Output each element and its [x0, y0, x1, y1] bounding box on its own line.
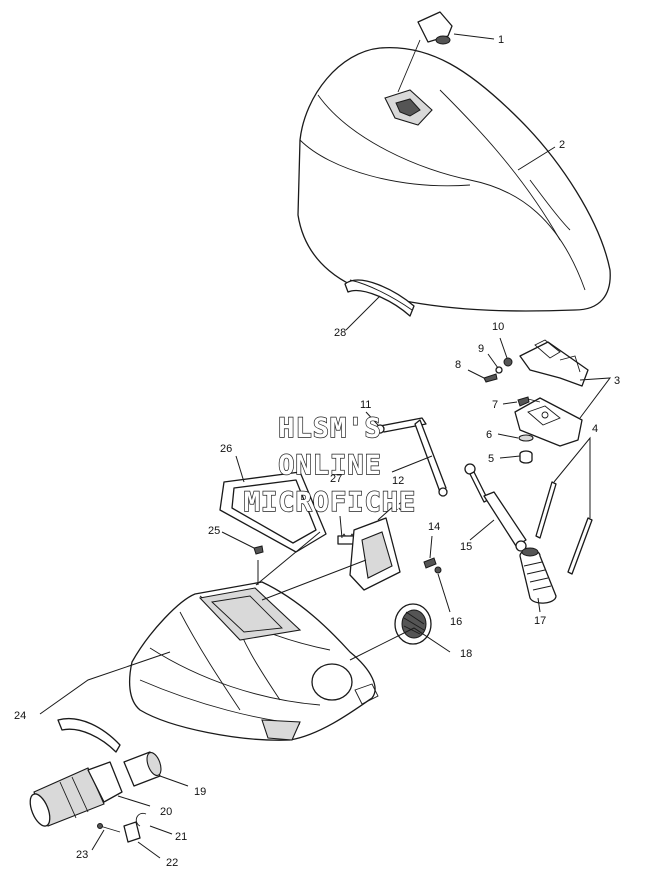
- part-20-fitting: [29, 761, 123, 827]
- callout-3: 3: [614, 375, 620, 387]
- part-1-latch-key: [397, 11, 453, 93]
- callout-17: 17: [534, 615, 546, 627]
- part-10-nut: [503, 357, 513, 367]
- part-28-strap: [344, 279, 415, 317]
- part-8-screw: [483, 373, 498, 383]
- callout-14: 14: [428, 521, 440, 533]
- part-7-bolt: [517, 396, 541, 407]
- callout-27: 27: [330, 473, 342, 485]
- callout-11: 11: [360, 399, 371, 411]
- storage-bin-body: [128, 581, 379, 741]
- part-13-inspection-plate: [349, 517, 401, 591]
- callout-2: 2: [559, 139, 565, 151]
- callout-24: 24: [14, 710, 26, 722]
- watermark-line-2: ONLINE: [278, 450, 382, 481]
- callout-23: 23: [76, 849, 88, 861]
- callout-12: 12: [392, 475, 404, 487]
- callout-4: 4: [592, 423, 598, 435]
- watermark-line-3: MICROFICHE: [244, 487, 417, 518]
- callout-labels: 1 2 3 4 5 6 7 8 9 10 11 12 13 14 15 16 1…: [14, 34, 620, 869]
- callout-15: 15: [460, 541, 472, 553]
- part-9-washer: [495, 366, 503, 374]
- callout-8: 8: [455, 359, 461, 371]
- part-11-linkage-arm: [375, 417, 448, 497]
- part-2-seat-cover: [297, 46, 611, 312]
- callout-21: 21: [175, 831, 187, 843]
- part-21-clip: [135, 812, 147, 827]
- callout-13: 13: [392, 501, 404, 513]
- callout-1: 1: [498, 34, 504, 46]
- part-22-clamp: [123, 821, 141, 843]
- callout-22: 22: [166, 857, 178, 869]
- callout-10: 10: [492, 321, 504, 333]
- part-19-sleeve: [123, 751, 162, 787]
- watermark-line-1: HLSM'S: [278, 413, 382, 444]
- watermark: HLSM'S ONLINE MICROFICHE: [243, 412, 417, 518]
- part-17-bellows: [519, 547, 557, 604]
- part-4-rods: [535, 481, 593, 575]
- part-3-latch-bracket: [514, 339, 589, 447]
- part-25-screw: [253, 545, 264, 555]
- callout-18: 18: [460, 648, 472, 660]
- callout-6: 6: [486, 429, 492, 441]
- part-15-gas-strut: [464, 463, 527, 552]
- callout-26: 26: [220, 443, 232, 455]
- callout-28: 28: [334, 327, 346, 339]
- part-5-spacer: [519, 450, 533, 464]
- callout-9: 9: [478, 343, 484, 355]
- part-14-screw: [423, 557, 442, 574]
- callout-20: 20: [160, 806, 172, 818]
- callout-19: 19: [194, 786, 206, 798]
- leader-lines: [39, 33, 612, 859]
- callout-7: 7: [492, 399, 498, 411]
- part-26-gasket: [219, 471, 327, 553]
- callout-5: 5: [488, 453, 494, 465]
- part-18-vent-cap: [394, 603, 432, 645]
- part-6-washer: [518, 434, 534, 442]
- callout-16: 16: [450, 616, 462, 628]
- callout-25: 25: [208, 525, 220, 537]
- part-24-handle: [57, 718, 121, 753]
- part-23-screw: [97, 823, 121, 833]
